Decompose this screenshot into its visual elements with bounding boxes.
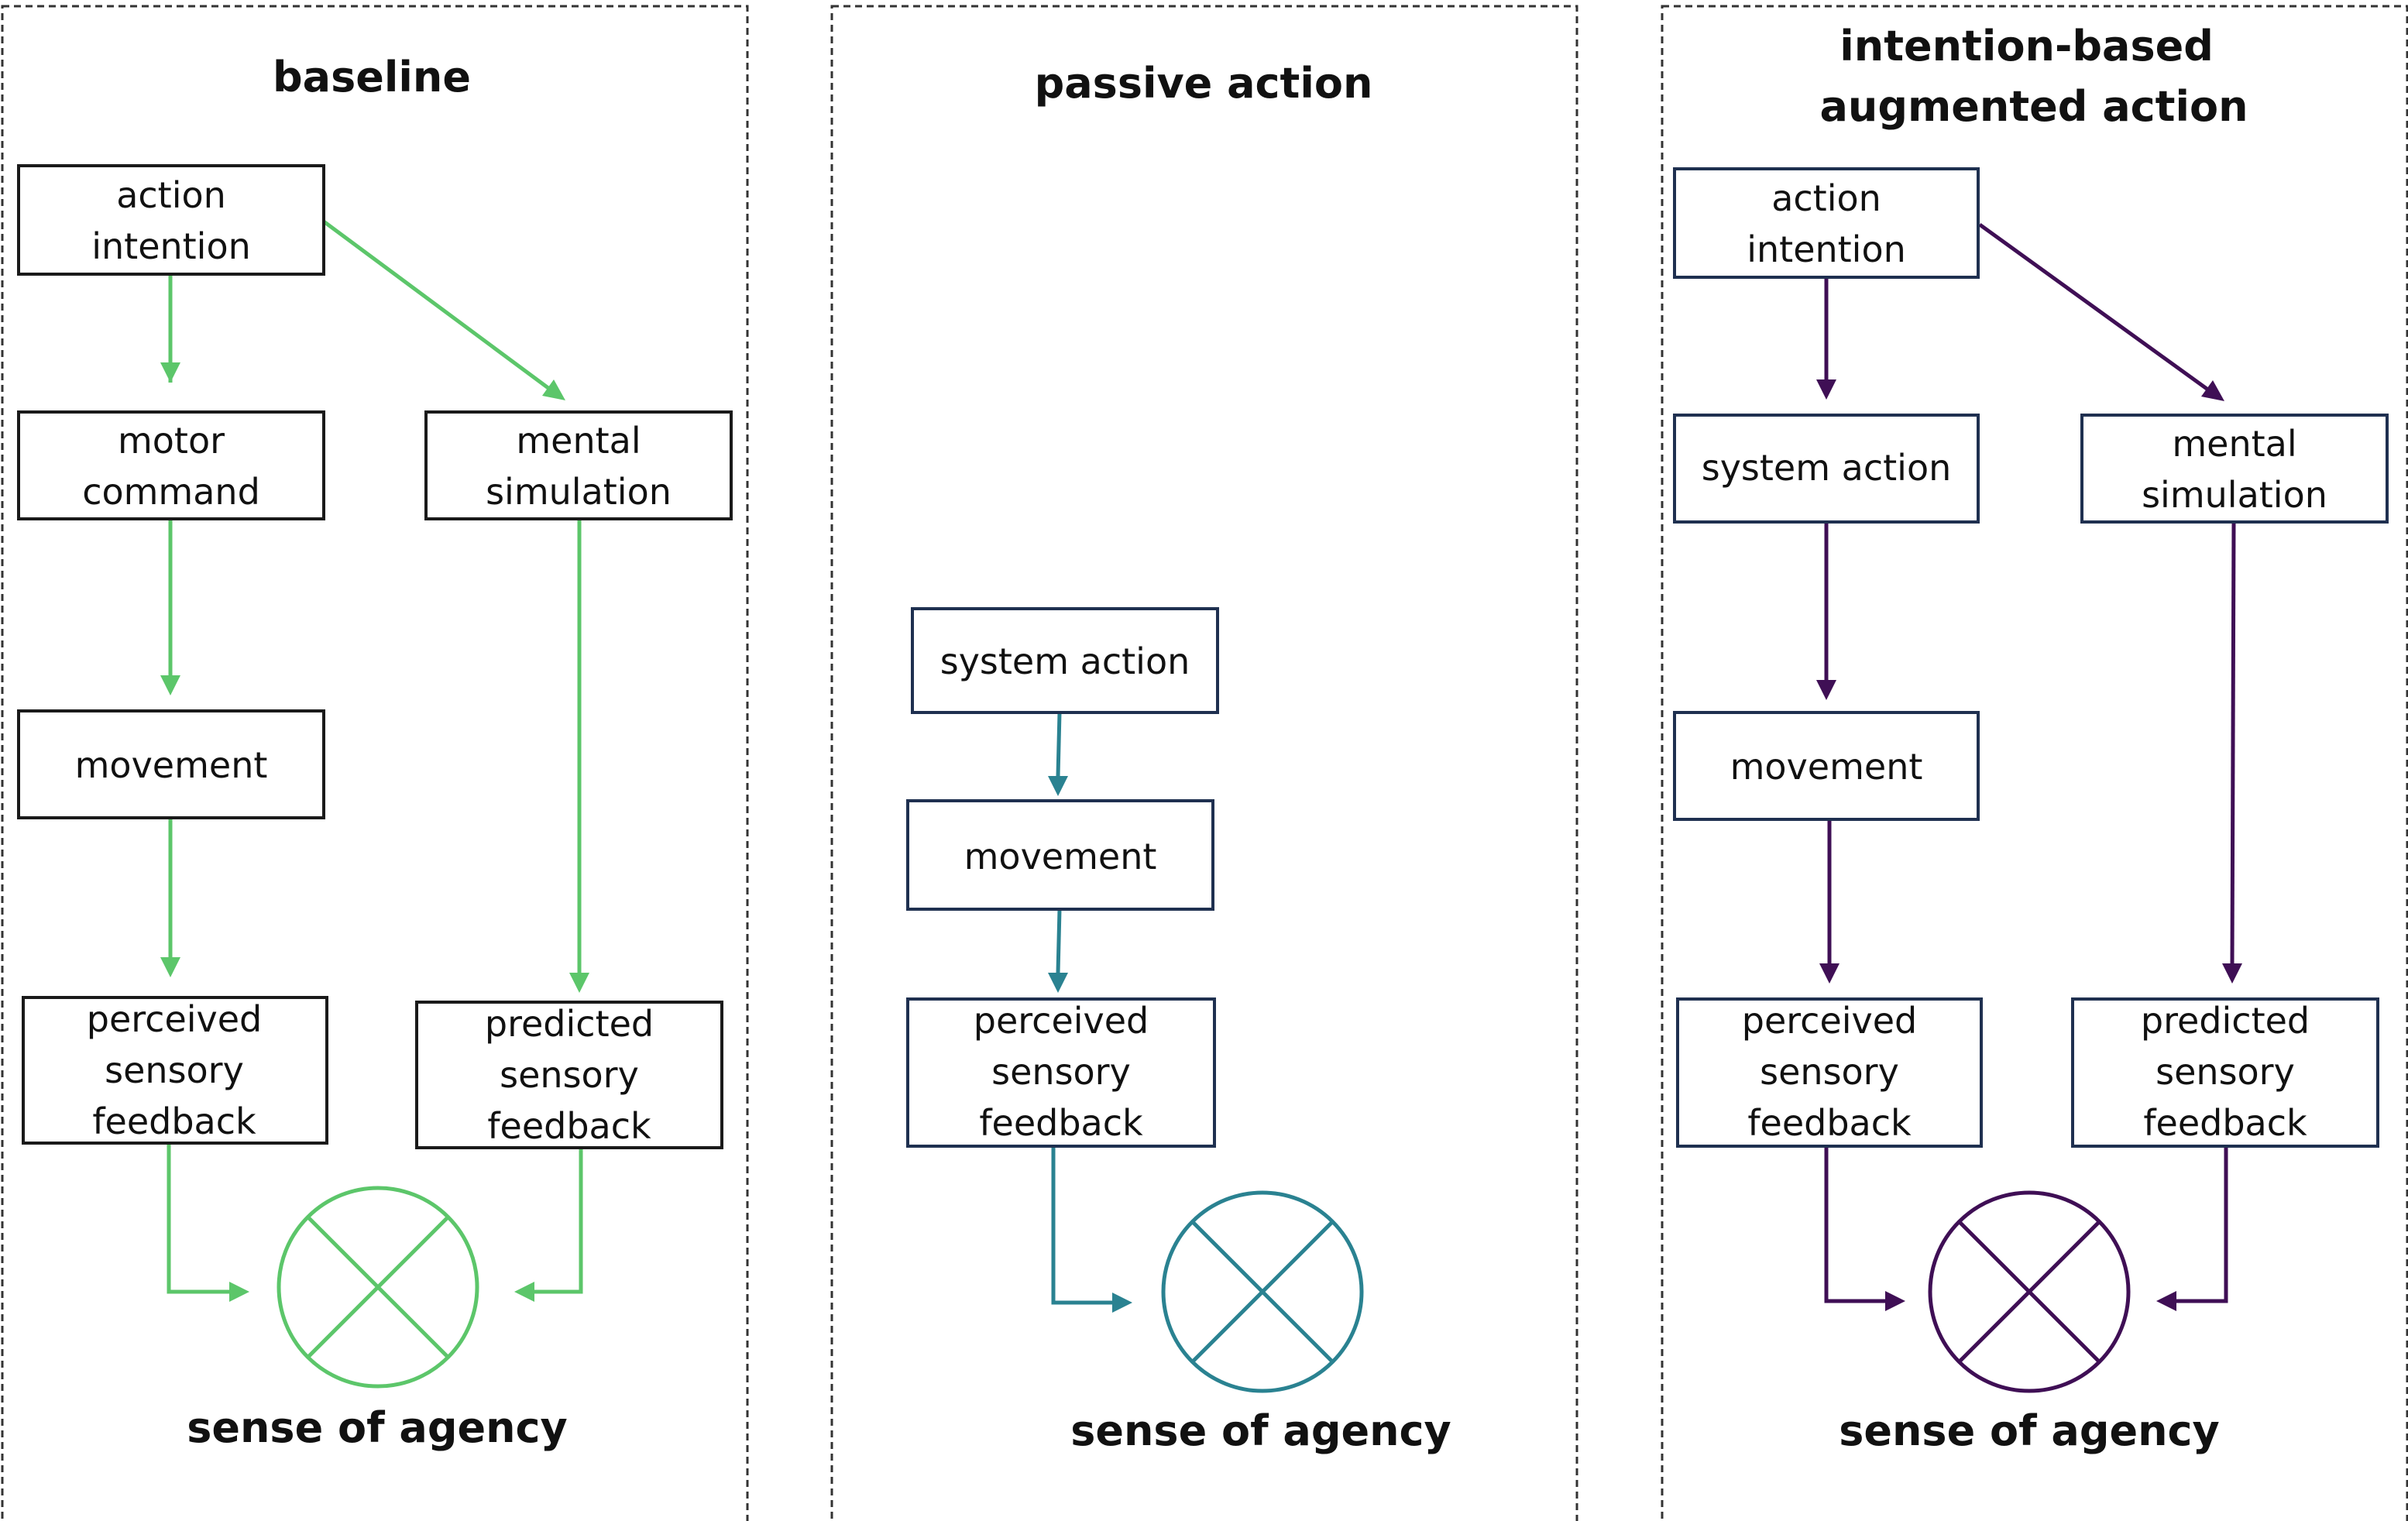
arrow-system-to-movement	[1056, 712, 1062, 777]
node-movement: movement	[906, 799, 1214, 911]
node-system-action: system action	[1673, 414, 1980, 524]
baseline-connectors	[160, 219, 589, 1302]
panel-passive-title: passive action	[1035, 59, 1373, 108]
svg-text:movement: movement	[1730, 746, 1923, 788]
panel-augmented-title: intention-based augmented action	[1819, 22, 2248, 131]
arrow-intention-to-simulation	[322, 219, 559, 397]
arrowhead	[1816, 680, 1836, 700]
arrow-perceived-to-comparator	[167, 1143, 232, 1294]
arrowhead	[1048, 776, 1068, 796]
augmented-connectors	[1816, 222, 2242, 1311]
circled-cross-comparator-icon	[277, 1186, 479, 1389]
arrowhead	[160, 957, 180, 977]
node-system-action: system action	[911, 607, 1219, 714]
arrowhead	[569, 973, 589, 993]
arrow-perceived-to-comparator	[1824, 1146, 1888, 1303]
arrow-perceived-to-comparator	[1051, 1146, 1115, 1305]
svg-text:system action: system action	[940, 640, 1190, 682]
arrowhead	[1819, 963, 1839, 984]
panel-baseline-title: baseline	[273, 53, 471, 101]
arrowhead	[1048, 973, 1068, 993]
svg-text:system action: system action	[1702, 447, 1952, 489]
arrow-intention-to-simulation	[1978, 222, 2210, 393]
arrowhead	[2201, 380, 2224, 401]
svg-text:movement: movement	[75, 744, 268, 786]
arrow-predicted-to-comparator	[2173, 1148, 2228, 1303]
arrowhead	[542, 379, 565, 400]
arrowhead	[160, 362, 180, 383]
arrow-predicted-to-comparator	[531, 1148, 583, 1294]
arrowhead	[160, 675, 180, 695]
node-movement: movement	[1673, 711, 1980, 821]
arrowhead	[2156, 1291, 2176, 1311]
svg-text:movement: movement	[964, 836, 1157, 877]
circled-cross-comparator-icon	[1161, 1190, 1364, 1393]
circled-cross-comparator-icon	[1928, 1190, 2131, 1393]
arrowhead	[2222, 963, 2242, 984]
arrowhead	[1112, 1293, 1132, 1313]
panel-passive-action: passive action system action movement pe…	[830, 5, 1578, 1521]
node-movement: movement	[17, 709, 325, 819]
arrowhead	[229, 1282, 249, 1302]
arrowhead	[1816, 379, 1836, 400]
sense-of-agency-label: sense of agency	[1070, 1406, 1451, 1455]
passive-connectors	[1048, 712, 1132, 1313]
arrow-simulation-to-predicted	[2230, 523, 2236, 964]
sense-of-agency-label: sense of agency	[1839, 1406, 2220, 1455]
panel-baseline-frame	[1, 5, 749, 1521]
arrowhead	[514, 1282, 534, 1302]
arrowhead	[1885, 1291, 1905, 1311]
panel-augmented-frame	[1661, 5, 2408, 1521]
sense-of-agency-label: sense of agency	[187, 1403, 568, 1452]
arrow-movement-to-perceived	[1056, 908, 1062, 973]
panel-passive-frame	[830, 5, 1578, 1521]
